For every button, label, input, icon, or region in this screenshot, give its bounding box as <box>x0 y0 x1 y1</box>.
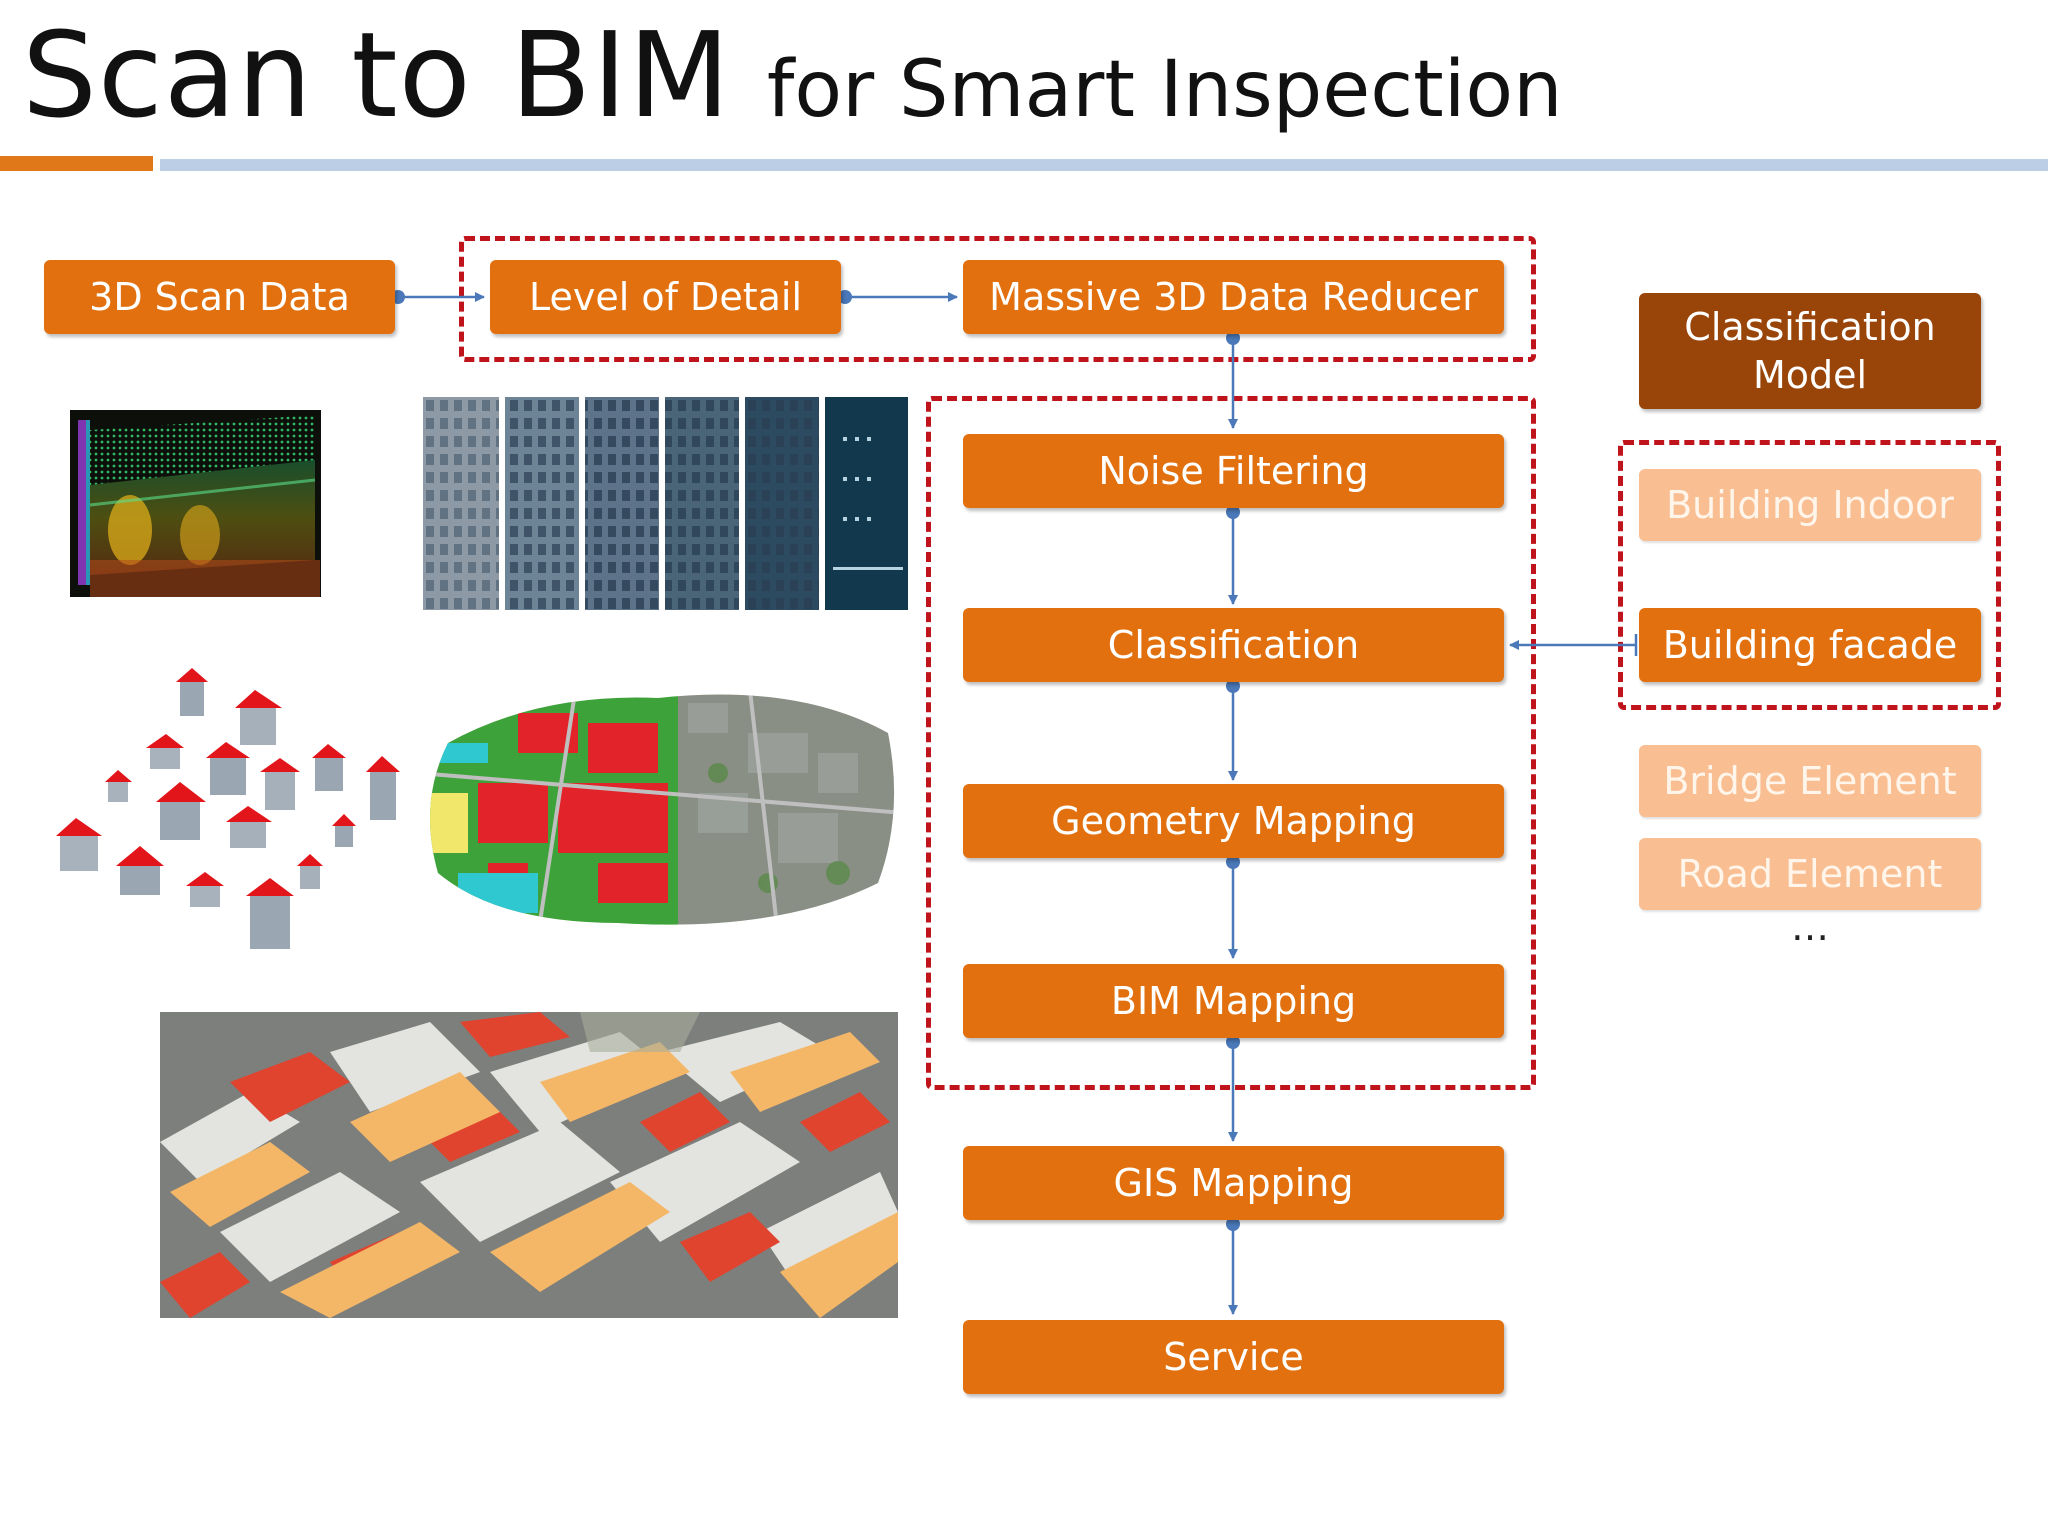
geometry-mapping-box: Geometry Mapping <box>963 784 1504 858</box>
bim-mapping-box: BIM Mapping <box>963 964 1504 1038</box>
city-3d-model-image <box>160 1012 898 1318</box>
level-of-detail-box: Level of Detail <box>490 260 841 334</box>
building-classes-group <box>1618 440 2001 710</box>
title-rule-accent <box>0 156 153 171</box>
title-main: Scan to BIM <box>22 6 731 144</box>
gis-mapping-box: GIS Mapping <box>963 1146 1504 1220</box>
classification-model-line1: Classification <box>1684 305 1936 349</box>
classification-model-line2: Model <box>1752 353 1868 397</box>
classification-model-box: Classification Model <box>1639 293 1981 409</box>
noise-filtering-box: Noise Filtering <box>963 434 1504 508</box>
building-facade-box: Building facade <box>1639 608 1981 682</box>
building-indoor-box: Building Indoor <box>1639 469 1981 541</box>
more-classes-ellipsis: … <box>1791 905 1829 949</box>
processing-group <box>926 396 1536 1090</box>
lod-reducer-group <box>459 236 1536 362</box>
title-sub: for Smart Inspection <box>766 45 1563 135</box>
building-models-image <box>50 660 410 955</box>
road-element-box: Road Element <box>1639 838 1981 910</box>
bridge-element-box: Bridge Element <box>1639 745 1981 817</box>
service-box: Service <box>963 1320 1504 1394</box>
slide-title: Scan to BIM for Smart Inspection <box>22 6 1563 144</box>
point-cloud-image <box>70 410 321 597</box>
facade-point-cloud-image <box>423 397 908 610</box>
classification-box: Classification <box>963 608 1504 682</box>
title-rule <box>160 159 2048 171</box>
classified-city-image <box>418 673 904 935</box>
scan-data-box: 3D Scan Data <box>44 260 395 334</box>
data-reducer-box: Massive 3D Data Reducer <box>963 260 1504 334</box>
